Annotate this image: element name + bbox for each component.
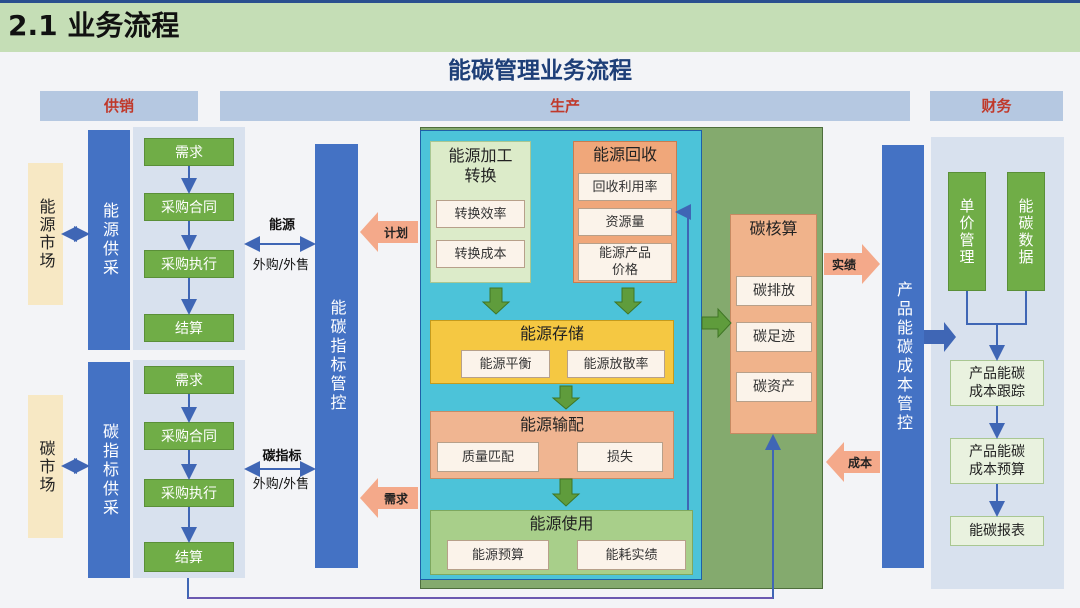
band-finance: 财务 (930, 91, 1063, 121)
performance-arrow (824, 244, 880, 284)
processing-to-storage-arrow (481, 287, 511, 315)
energy-step-contract: 采购合同 (144, 193, 234, 221)
energy-use-title: 能源使用 (529, 514, 594, 533)
carbon-footprint: 碳足迹 (736, 322, 812, 352)
energy-recovery-title: 能源回收 (592, 145, 657, 164)
energy-loss: 损失 (577, 442, 663, 472)
carbon-asset: 碳资产 (736, 372, 812, 402)
demand-label: 需求 (383, 491, 408, 506)
carbon-link-sublabel: 外购/外售 (252, 477, 310, 492)
energy-link-label: 能源 (268, 218, 295, 233)
distribution-to-use-arrow (551, 478, 581, 507)
quality-matching: 质量匹配 (437, 442, 539, 472)
energy-processing-title: 能源加工转换 (448, 146, 513, 185)
energy-procurement: 能源供采 (88, 130, 130, 350)
carbon-data: 能碳数据 (1007, 172, 1045, 291)
plan-label: 计划 (383, 225, 408, 240)
carbon-market: 碳市场 (28, 395, 63, 538)
resource-amount: 资源量 (578, 208, 672, 236)
plan-arrow (360, 212, 418, 252)
energy-balance: 能源平衡 (461, 350, 550, 378)
unit-price-management: 单价管理 (948, 172, 986, 291)
recovery-to-storage-arrow (613, 287, 643, 315)
energy-release-rate: 能源放散率 (567, 350, 665, 378)
energy-link-sublabel: 外购/外售 (252, 258, 310, 273)
conversion-cost: 转换成本 (436, 240, 525, 268)
cost-label: 成本 (847, 455, 872, 470)
diagram-title: 能碳管理业务流程 (448, 58, 632, 84)
demand-arrow (360, 478, 418, 518)
band-production: 生产 (220, 91, 910, 121)
product-cost-tracking: 产品能碳成本跟踪 (950, 360, 1044, 406)
band-supply: 供销 (40, 91, 198, 121)
energy-product-price: 能源产品价格 (578, 243, 672, 281)
carbon-emission: 碳排放 (736, 276, 812, 306)
cost-arrow (826, 442, 880, 482)
energy-storage-title: 能源存储 (519, 324, 584, 343)
control-to-finance-arrow (924, 322, 956, 352)
energy-consumption-actual: 能耗实绩 (577, 540, 686, 570)
product-cost-control: 产品能碳成本管控 (882, 145, 924, 568)
energy-budget: 能源预算 (447, 540, 549, 570)
energy-step-execution: 采购执行 (144, 250, 234, 278)
energy-market: 能源市场 (28, 163, 63, 305)
conversion-efficiency: 转换效率 (436, 200, 525, 228)
carbon-index-control: 能碳指标管控 (315, 144, 358, 568)
use-to-recovery-feedback (675, 204, 691, 510)
storage-to-distribution-arrow (551, 385, 581, 410)
slide-title: 2.1 业务流程 (8, 9, 180, 42)
recovery-rate: 回收利用率 (578, 173, 672, 201)
production-to-accounting-arrow (701, 307, 732, 339)
carbon-procurement: 碳指标供采 (88, 362, 130, 578)
energy-distribution-title: 能源输配 (519, 415, 584, 434)
carbon-step-settlement: 结算 (144, 542, 234, 572)
energy-step-demand: 需求 (144, 138, 234, 166)
settlement-to-accounting-feedback (187, 434, 781, 599)
carbon-step-demand: 需求 (144, 366, 234, 394)
slide-header (0, 0, 1080, 52)
carbon-link-label: 碳指标 (262, 449, 302, 464)
carbon-accounting-title: 碳核算 (749, 219, 798, 238)
performance-label: 实绩 (831, 257, 856, 272)
